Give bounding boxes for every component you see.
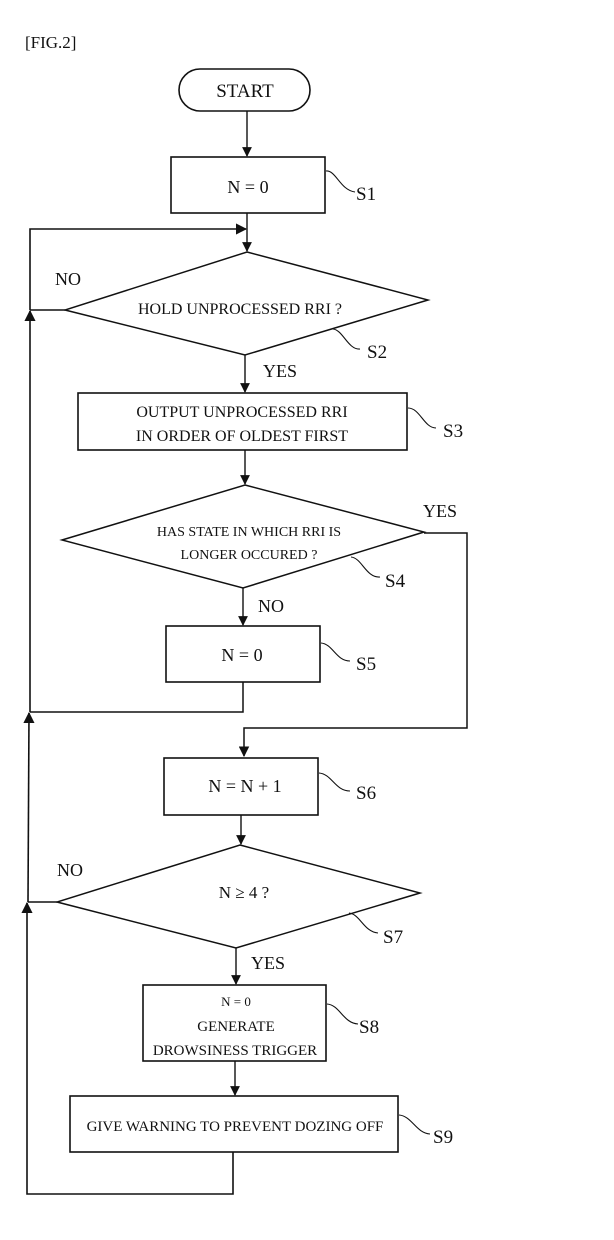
s3-text-line2: IN ORDER OF OLDEST FIRST [136, 428, 348, 445]
s2-ref: S2 [367, 342, 387, 363]
s5-text: N = 0 [221, 645, 262, 665]
s9-leader [399, 1115, 430, 1134]
s7-text: N ≥ 4 ? [219, 883, 269, 902]
s9-text: GIVE WARNING TO PREVENT DOZING OFF [87, 1119, 384, 1135]
step-s1: N = 0 S1 [171, 157, 376, 213]
s5-ref: S5 [356, 654, 376, 675]
decision-s2: HOLD UNPROCESSED RRI ? S2 NO YES [55, 252, 428, 381]
start-label: START [216, 81, 274, 102]
loop-s7-to-s5-line [28, 713, 29, 902]
s7-leader [349, 913, 378, 933]
s8-text-line1: N = 0 [221, 994, 251, 1009]
s3-leader [408, 408, 436, 428]
decision-s7: N ≥ 4 ? S7 NO YES [57, 845, 420, 973]
figure-label: [FIG.2] [25, 33, 76, 52]
s5-return-path [30, 682, 243, 712]
s2-text: HOLD UNPROCESSED RRI ? [138, 301, 342, 318]
s4-leader [351, 557, 380, 577]
s3-text-line1: OUTPUT UNPROCESSED RRI [136, 404, 347, 421]
s7-no-label: NO [57, 860, 83, 880]
s2-leader [333, 329, 360, 349]
s1-ref: S1 [356, 184, 376, 205]
start-terminator: START [179, 69, 310, 111]
s2-yes-label: YES [263, 361, 297, 381]
step-s8: N = 0 GENERATE DROWSINESS TRIGGER S8 [143, 985, 379, 1061]
step-s6: N = N + 1 S6 [164, 758, 376, 815]
s8-ref: S8 [359, 1017, 379, 1038]
decision-s4: HAS STATE IN WHICH RRI IS LONGER OCCURED… [62, 485, 457, 616]
s8-text-line3: DROWSINESS TRIGGER [153, 1043, 317, 1059]
s9-ref: S9 [433, 1127, 453, 1148]
s4-no-label: NO [258, 596, 284, 616]
s8-leader [327, 1004, 358, 1024]
s2-no-label: NO [55, 269, 81, 289]
s4-text-line1: HAS STATE IN WHICH RRI IS [157, 525, 341, 540]
s5-leader [321, 643, 350, 661]
s4-text-line2: LONGER OCCURED ? [181, 548, 318, 563]
step-s5: N = 0 S5 [166, 626, 376, 682]
s4-yes-label: YES [423, 501, 457, 521]
step-s9: GIVE WARNING TO PREVENT DOZING OFF S9 [70, 1096, 453, 1152]
s4-ref: S4 [385, 571, 406, 592]
s7-yes-label: YES [251, 953, 285, 973]
step-s3: OUTPUT UNPROCESSED RRI IN ORDER OF OLDES… [78, 393, 463, 450]
s1-leader [326, 171, 355, 192]
s6-text: N = N + 1 [208, 776, 281, 796]
s7-ref: S7 [383, 927, 403, 948]
s3-ref: S3 [443, 421, 463, 442]
s1-text: N = 0 [227, 177, 268, 197]
s6-ref: S6 [356, 783, 376, 804]
s8-text-line2: GENERATE [197, 1019, 275, 1035]
s6-leader [319, 773, 350, 791]
